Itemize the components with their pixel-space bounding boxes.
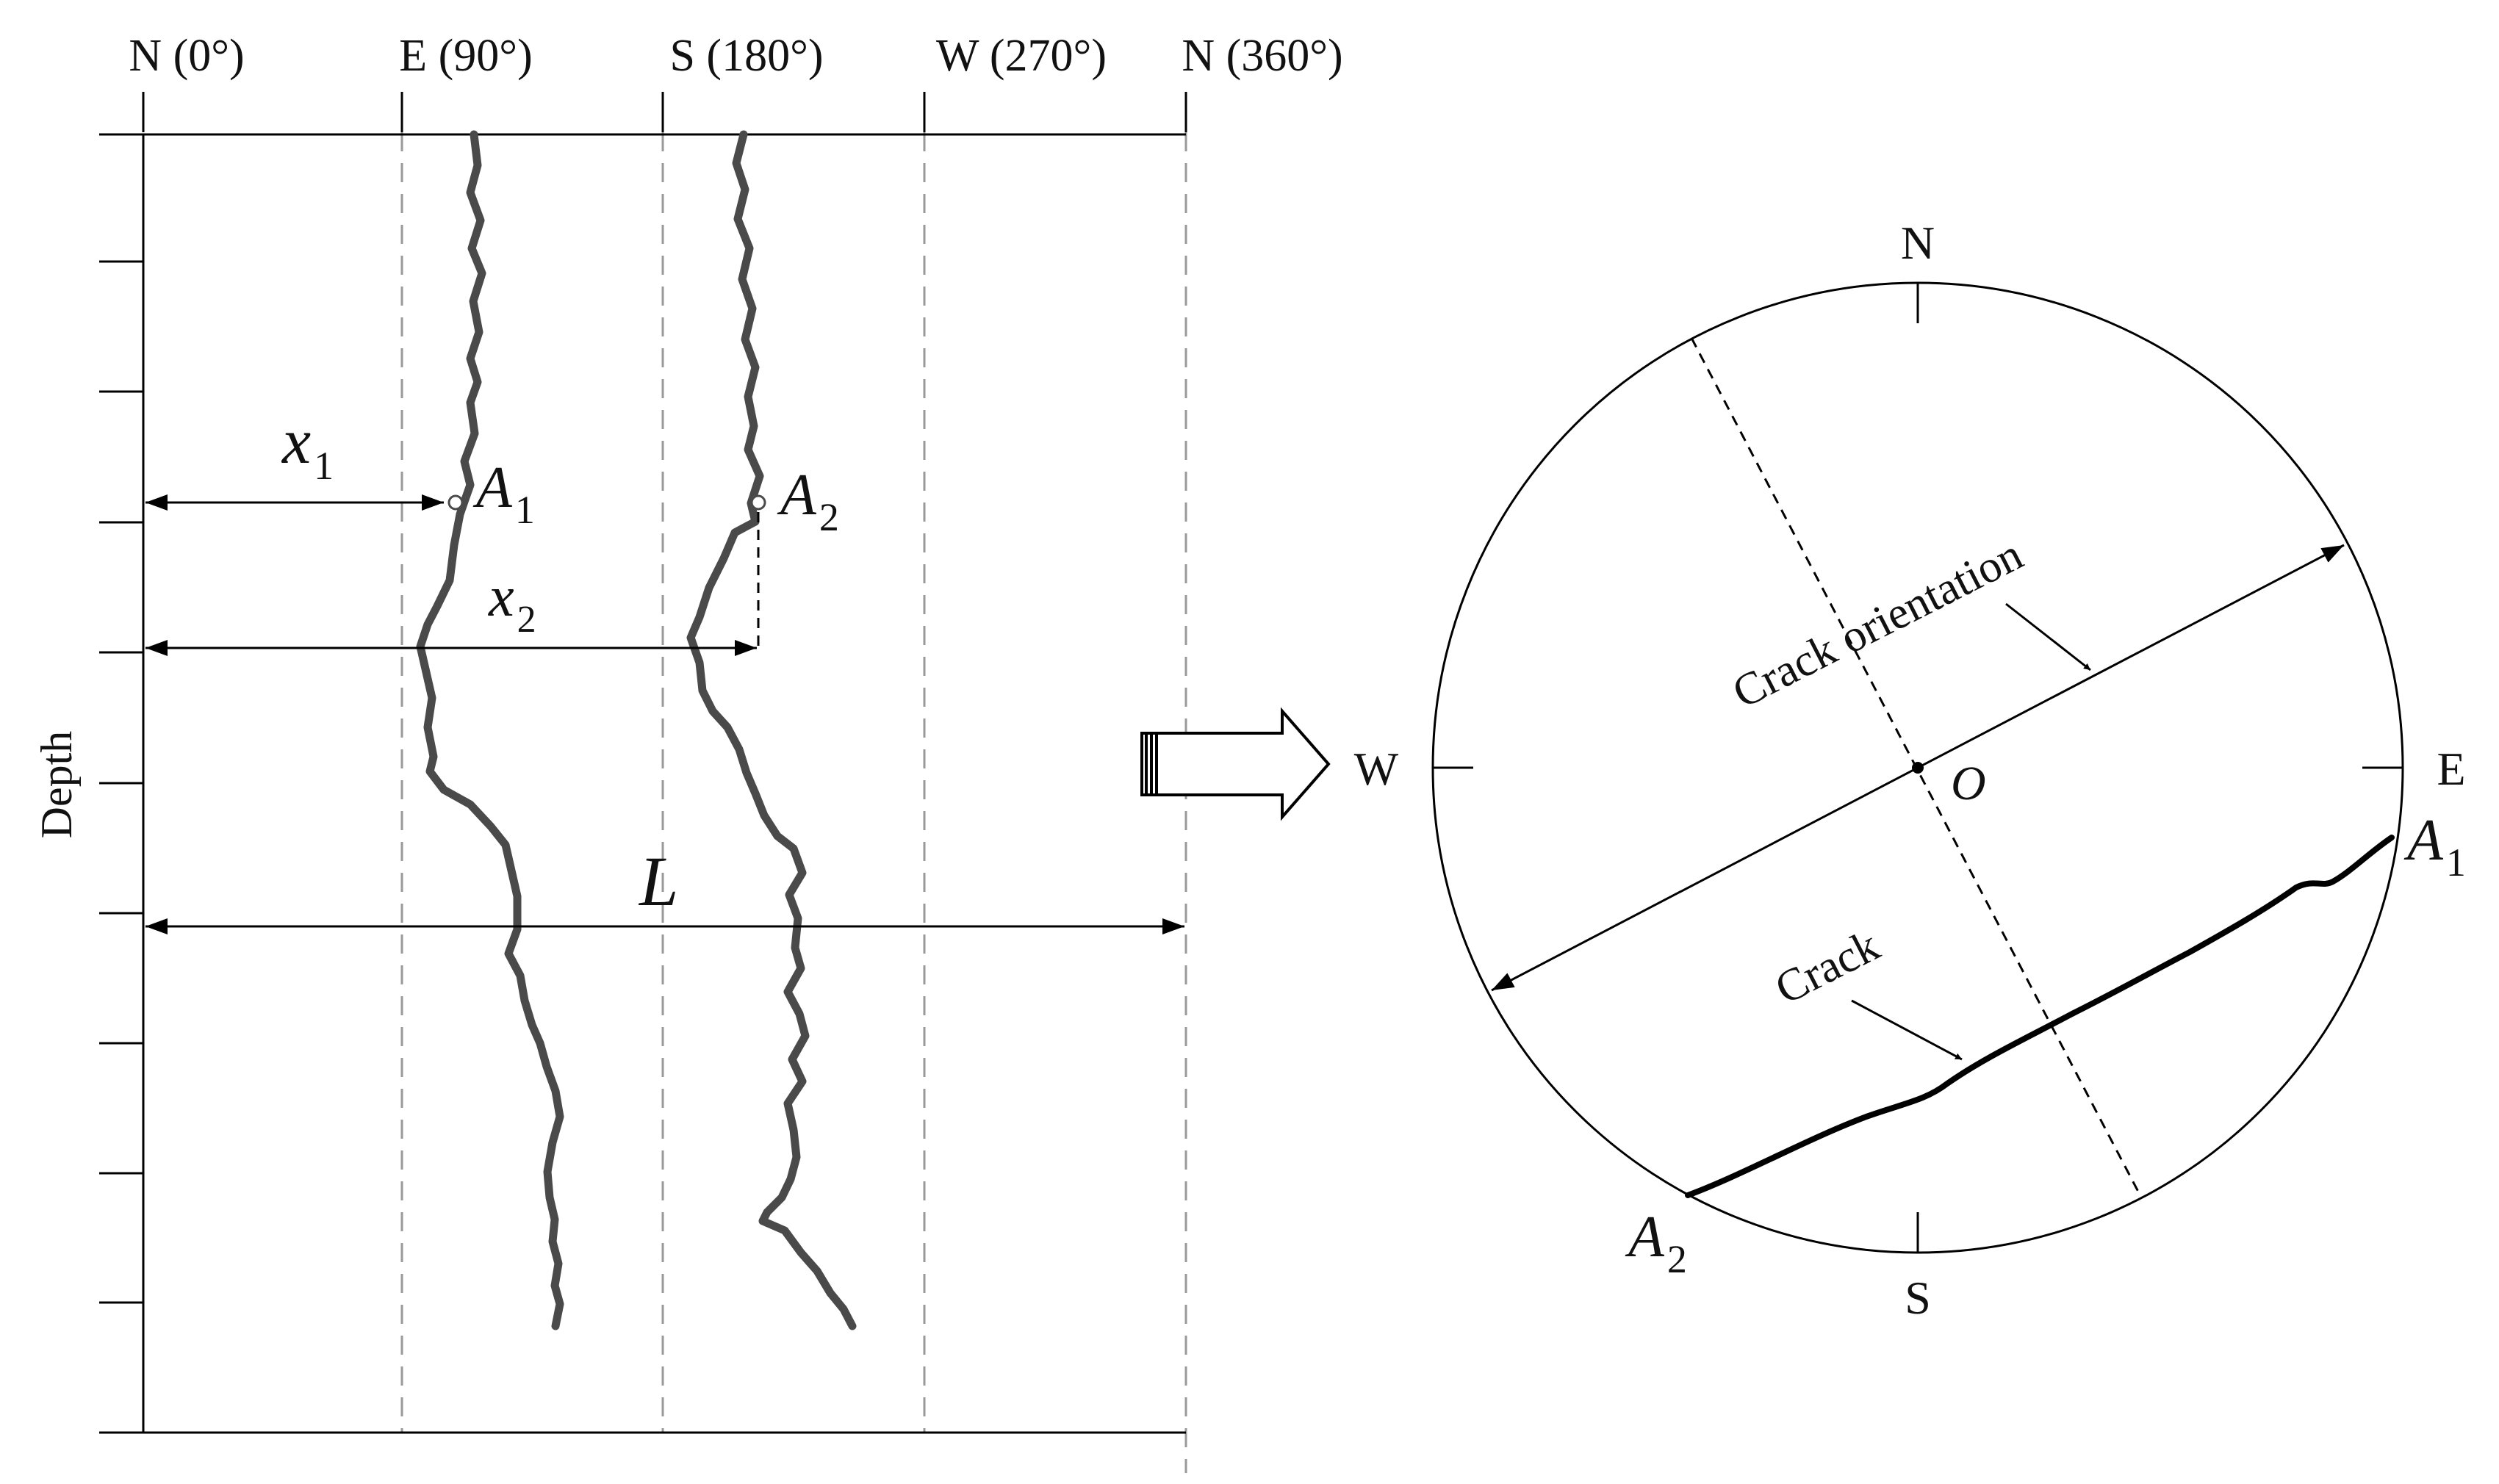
a1-label-right-letter: A [2403,808,2444,873]
a2-label-right: A2 [1625,1205,1687,1281]
a1-label-right-sub: 1 [2446,840,2466,885]
a2-label-left-sub: 2 [819,495,839,539]
crack-label: Crack [1767,921,1887,1015]
direction-label-s180: S (180°) [669,31,823,81]
a1-label-left: A1 [472,455,535,532]
crack-orientation-leader [2005,602,2091,671]
x1-label-letter: x [281,406,311,478]
a1-label-left-sub: 1 [515,488,535,532]
x2-label-sub: 2 [517,599,536,641]
direction-label-n0: N (0°) [129,31,244,81]
crack-label-leader [1851,999,1963,1061]
x2-label-letter: x [488,564,514,628]
direction-label-n360: N (360°) [1182,31,1342,81]
direction-guide-lines [400,132,1187,1473]
a2-label-right-letter: A [1625,1205,1665,1269]
compass-label-e: E [2437,743,2465,795]
compass-label-w: W [1354,743,1399,795]
direction-label-w270: W (270°) [936,31,1107,81]
l-label: L [638,842,678,921]
point-a1-marker [447,494,464,511]
crack-curve [1685,835,2395,1198]
a2-label-right-sub: 2 [1667,1237,1687,1281]
x1-label: x1 [281,406,334,488]
x2-label: x2 [488,564,536,641]
center-label: O [1951,757,1986,810]
x1-label-sub: 1 [314,444,334,488]
point-a2-marker [750,494,766,511]
crack-orientation-label: Crack orientation [1725,530,2030,718]
header-ticks [142,92,1187,132]
transform-arrow [1140,707,1331,821]
depth-ticks [99,260,143,1304]
borehole-cross-section-panel: N S W E O Crack orientation Crack A1 A2 [1354,217,2466,1324]
a2-label-left: A2 [777,463,839,539]
crack-trace-a1 [416,130,564,1330]
direction-label-e90: E (90°) [399,31,532,81]
compass-label-s: S [1905,1272,1931,1324]
center-point [1912,762,1924,774]
compass-ticks [1433,283,2403,1253]
depth-axis-label: Depth [32,731,81,839]
a1-label-left-letter: A [472,455,513,520]
panel-frame [99,133,1186,1434]
a1-label-right: A1 [2403,808,2466,885]
compass-label-n: N [1901,217,1935,269]
crack-trace-a2 [686,130,857,1330]
a2-label-left-letter: A [777,463,817,527]
unrolled-borehole-panel: N (0°) E (90°) S (180°) W (270°) N (360°… [32,31,1343,1473]
